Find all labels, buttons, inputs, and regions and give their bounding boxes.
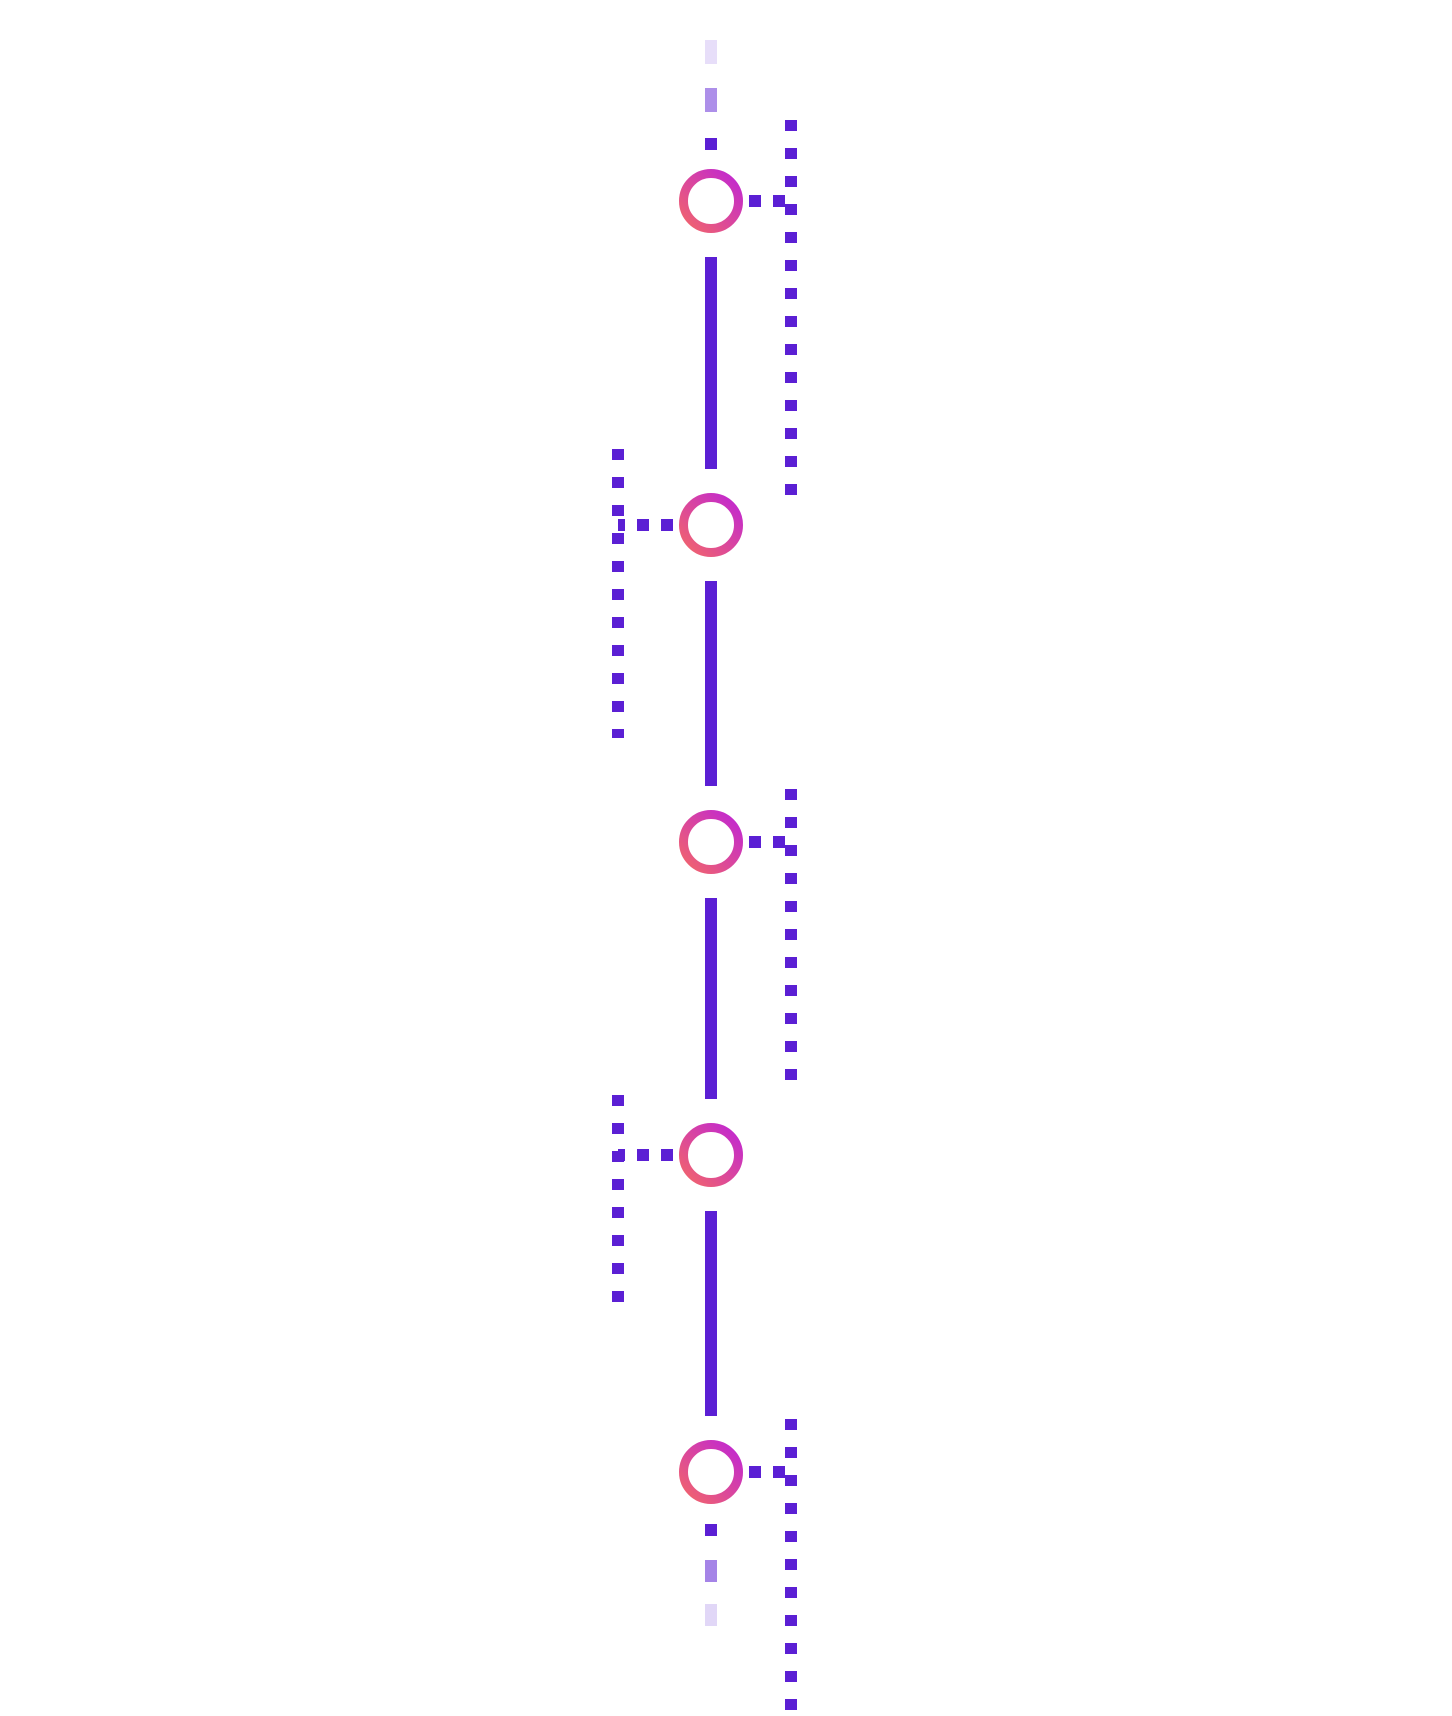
timeline-node-4 — [679, 1123, 743, 1187]
lead-out-dash-1 — [705, 1524, 717, 1536]
timeline-lead-in — [705, 40, 717, 150]
bracket-2 — [612, 449, 673, 738]
bracket-5 — [749, 1419, 797, 1710]
lead-in-dash-1 — [705, 40, 717, 64]
timeline-segment-2 — [705, 581, 717, 786]
lead-in-dash-2 — [705, 88, 717, 112]
lead-out-dash-2 — [705, 1560, 717, 1582]
bracket-4 — [612, 1095, 673, 1317]
timeline-segment-4 — [705, 1211, 717, 1416]
lead-out-dash-3 — [705, 1604, 717, 1626]
timeline-nodes — [679, 169, 743, 1504]
timeline-segment-1 — [705, 257, 717, 469]
bracket-3 — [749, 789, 797, 1080]
timeline-node-2 — [679, 493, 743, 557]
timeline-segments — [705, 257, 717, 1416]
timeline-lead-out — [705, 1524, 717, 1626]
timeline-node-1 — [679, 169, 743, 233]
lead-in-dash-3 — [705, 138, 717, 150]
bracket-1 — [749, 120, 797, 505]
timeline-node-5 — [679, 1440, 743, 1504]
timeline-brackets — [612, 120, 797, 1710]
timeline-segment-3 — [705, 898, 717, 1099]
timeline-node-3 — [679, 810, 743, 874]
